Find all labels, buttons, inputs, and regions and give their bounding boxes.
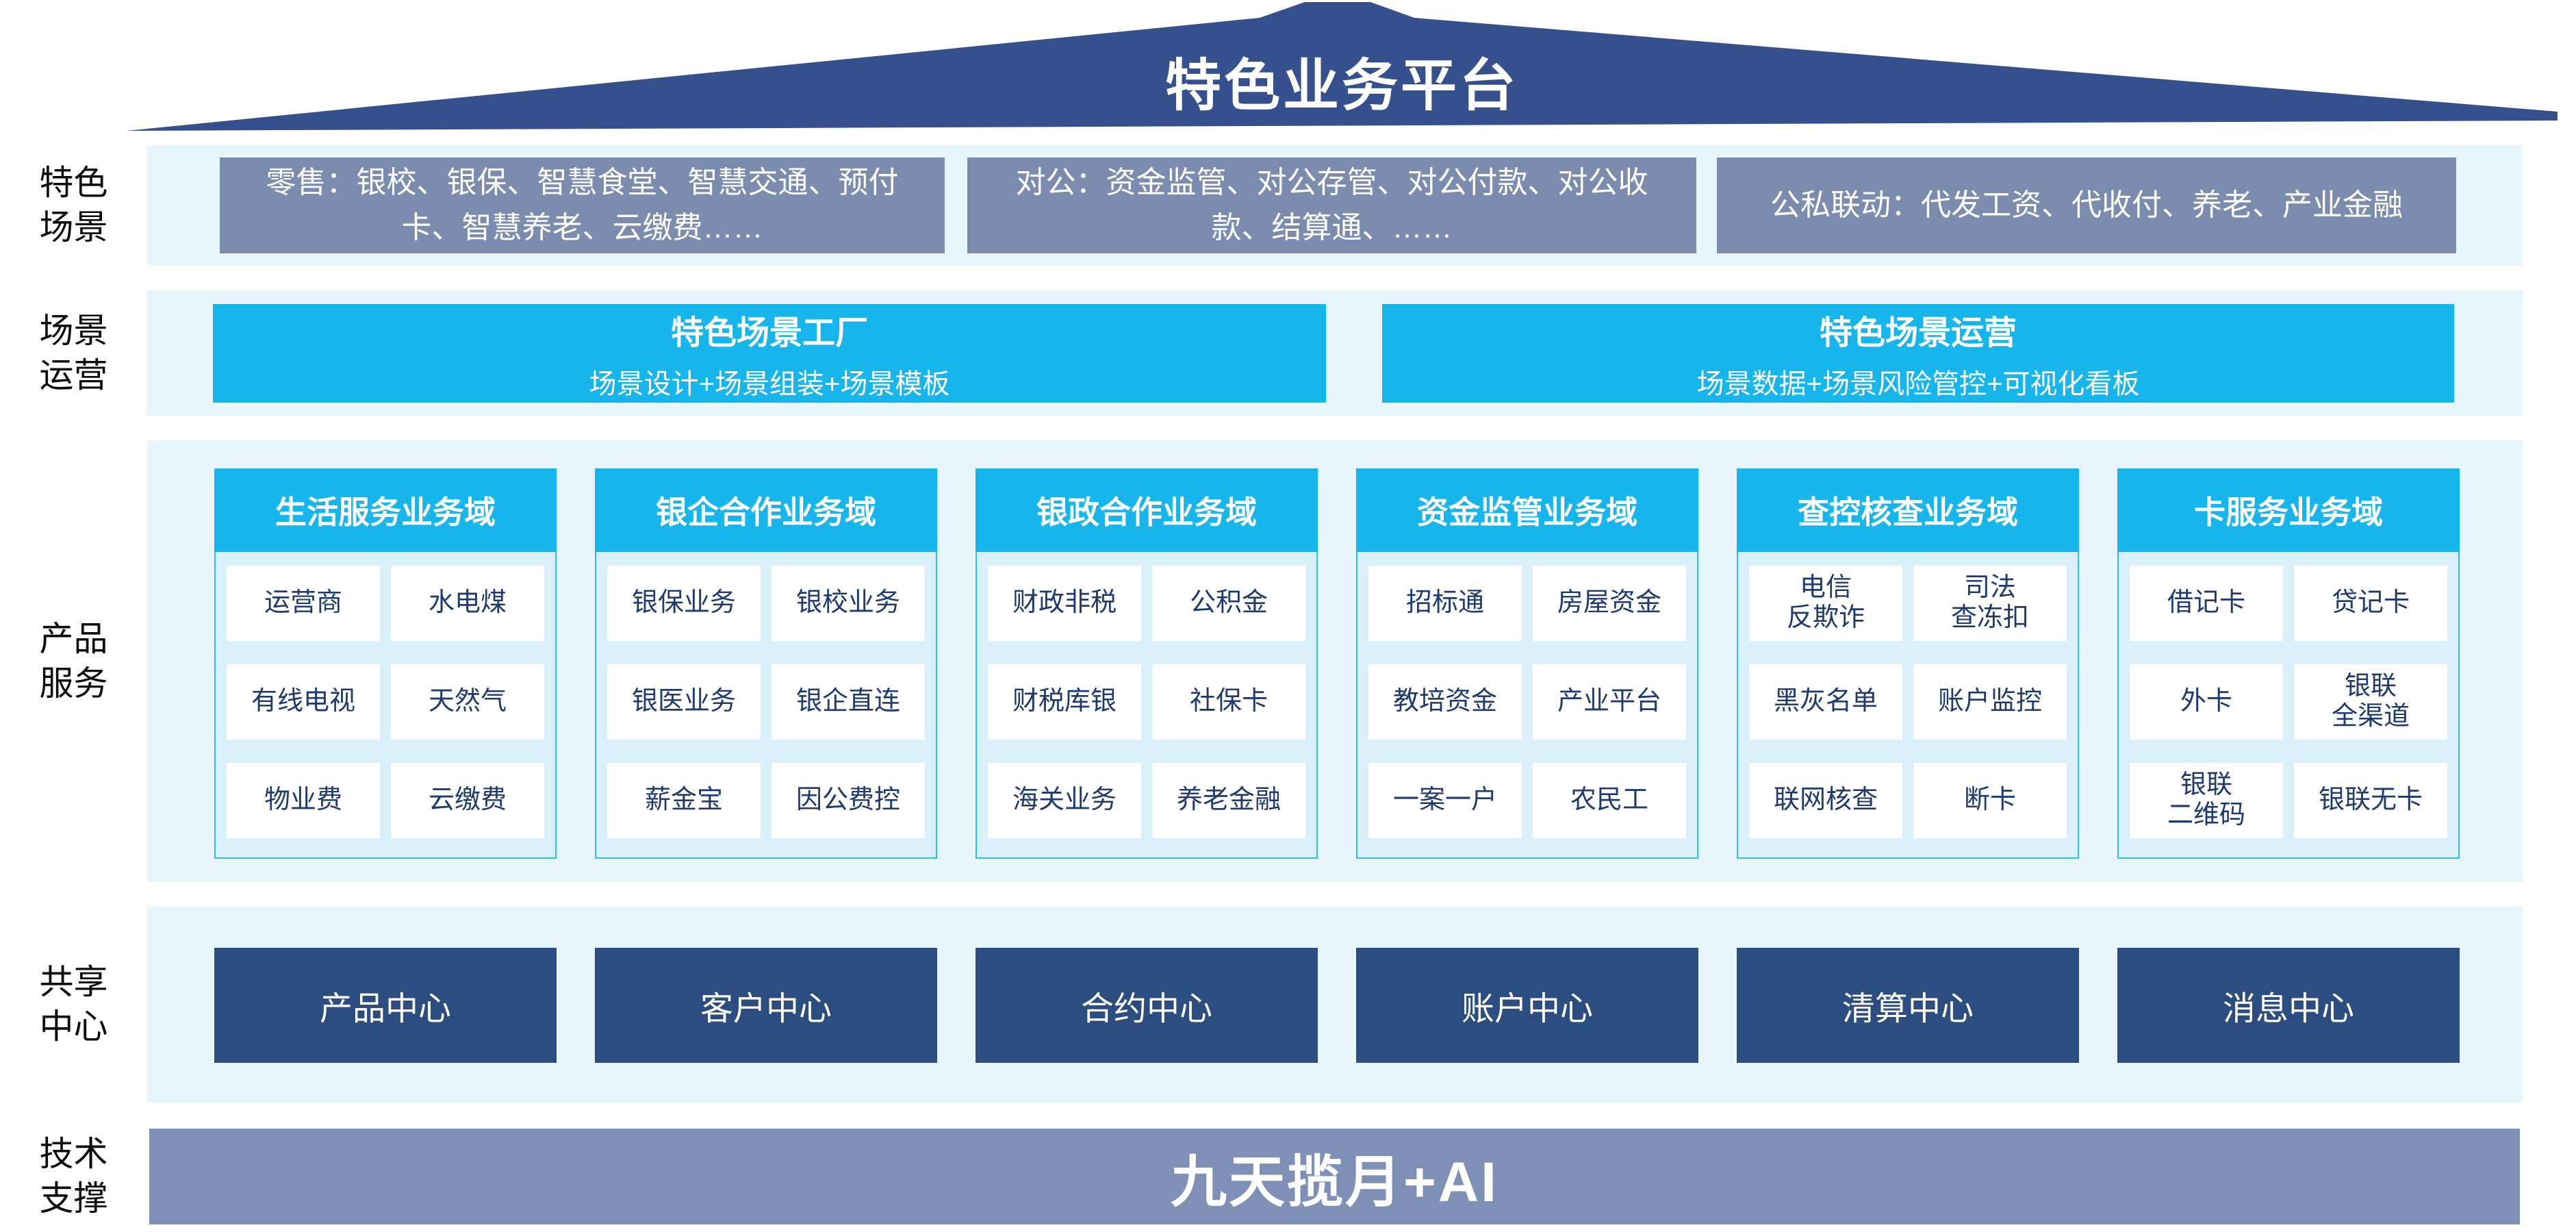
domain-cell: 联网核查 (1749, 763, 1902, 838)
center-box-account: 账户中心 (1356, 948, 1698, 1063)
domain-header: 资金监管业务域 (1356, 468, 1698, 552)
side-label-tech-support: 技术 支撑 (39, 1135, 108, 1218)
domain-cell: 薪金宝 (607, 763, 761, 838)
domain-cell-grid: 银保业务 银校业务 银医业务 银企直连 薪金宝 因公费控 (596, 552, 936, 852)
domain-column-bank-government: 银政合作业务域 财政非税 公积金 财税库银 社保卡 海关业务 养老金融 (975, 468, 1318, 859)
scene-box-retail: 零售：银校、银保、智慧食堂、智慧交通、预付卡、智慧养老、云缴费…… (220, 158, 945, 253)
domain-cell: 银保业务 (607, 566, 761, 641)
domain-cell: 账户监控 (1913, 664, 2067, 740)
domain-cell-grid: 借记卡 贷记卡 外卡 银联 全渠道 银联 二维码 银联无卡 (2119, 552, 2458, 852)
domain-cell: 海关业务 (988, 763, 1141, 838)
domain-column-card-services: 卡服务业务域 借记卡 贷记卡 外卡 银联 全渠道 银联 二维码 银联无卡 (2117, 468, 2460, 859)
op-box-scene-factory: 特色场景工厂 场景设计+场景组装+场景模板 (213, 304, 1326, 403)
domain-cell: 黑灰名单 (1749, 664, 1902, 740)
domain-cell: 社保卡 (1152, 664, 1305, 740)
domain-cell: 断卡 (1913, 763, 2067, 838)
side-label-scene-operations: 场景 运营 (39, 311, 108, 394)
domain-cell: 银企直连 (771, 664, 925, 740)
domain-cell: 有线电视 (227, 664, 380, 740)
domain-cell: 天然气 (391, 664, 544, 740)
op-box-scene-operation: 特色场景运营 场景数据+场景风险管控+可视化看板 (1382, 304, 2454, 403)
side-label-special-scenes: 特色 场景 (39, 164, 108, 247)
domain-column-inquiry-control: 查控核查业务域 电信 反欺诈 司法 查冻扣 黑灰名单 账户监控 联网核查 断卡 (1737, 468, 2079, 859)
side-label-shared-centers: 共享 中心 (39, 963, 108, 1046)
domain-cell: 银联无卡 (2294, 763, 2447, 838)
side-label-product-services: 产品 服务 (39, 619, 108, 703)
domain-cell: 银联 全渠道 (2294, 664, 2447, 740)
center-box-product: 产品中心 (214, 948, 557, 1063)
page-title: 特色业务平台 (1164, 54, 1518, 117)
domain-column-bank-enterprise: 银企合作业务域 银保业务 银校业务 银医业务 银企直连 薪金宝 因公费控 (595, 468, 937, 859)
domain-header: 银企合作业务域 (595, 468, 937, 552)
domain-cell: 财税库银 (988, 664, 1141, 740)
center-box-customer: 客户中心 (595, 948, 937, 1063)
domain-cell: 外卡 (2130, 664, 2283, 740)
domain-cell: 银校业务 (771, 566, 925, 641)
center-box-clearing: 清算中心 (1737, 948, 2079, 1063)
domain-cell: 产业平台 (1533, 664, 1686, 740)
domain-cell: 借记卡 (2130, 566, 2283, 641)
domain-cell: 贷记卡 (2294, 566, 2447, 641)
scene-box-corporate: 对公：资金监管、对公存管、对公付款、对公收款、结算通、…… (967, 158, 1696, 253)
tech-support-bar: 九天揽月+AI (149, 1129, 2520, 1224)
domain-cell: 一案一户 (1368, 763, 1522, 838)
domain-cell: 养老金融 (1152, 763, 1305, 838)
domain-cell: 招标通 (1368, 566, 1522, 641)
center-box-message: 消息中心 (2117, 948, 2460, 1063)
domain-cell: 银医业务 (607, 664, 761, 740)
domain-cell: 物业费 (227, 763, 380, 838)
domain-cell: 因公费控 (771, 763, 925, 838)
domain-cell-grid: 电信 反欺诈 司法 查冻扣 黑灰名单 账户监控 联网核查 断卡 (1738, 552, 2078, 852)
domain-cell-grid: 运营商 水电煤 有线电视 天然气 物业费 云缴费 (216, 552, 555, 852)
domain-header: 卡服务业务域 (2117, 468, 2460, 552)
domain-cell: 教培资金 (1368, 664, 1522, 740)
op-box-title: 特色场景运营 (1819, 315, 2017, 351)
scene-box-public-private: 公私联动：代发工资、代收付、养老、产业金融 (1717, 158, 2456, 253)
domain-header: 银政合作业务域 (975, 468, 1318, 552)
domain-cell: 房屋资金 (1533, 566, 1686, 641)
op-box-subtitle: 场景设计+场景组装+场景模板 (589, 369, 950, 399)
domain-cell: 电信 反欺诈 (1749, 566, 1902, 641)
domain-cell: 财政非税 (988, 566, 1141, 641)
op-box-subtitle: 场景数据+场景风险管控+可视化看板 (1696, 369, 2140, 399)
domain-cell: 银联 二维码 (2130, 763, 2283, 838)
domain-cell-grid: 招标通 房屋资金 教培资金 产业平台 一案一户 农民工 (1357, 552, 1697, 852)
op-box-title: 特色场景工厂 (670, 315, 868, 351)
domain-cell: 云缴费 (391, 763, 544, 838)
domain-column-life-services: 生活服务业务域 运营商 水电煤 有线电视 天然气 物业费 云缴费 (214, 468, 557, 859)
domain-header: 查控核查业务域 (1737, 468, 2079, 552)
domain-cell: 农民工 (1533, 763, 1686, 838)
domain-cell: 公积金 (1152, 566, 1305, 641)
domain-cell-grid: 财政非税 公积金 财税库银 社保卡 海关业务 养老金融 (977, 552, 1316, 852)
domain-cell: 运营商 (227, 566, 380, 641)
center-box-contract: 合约中心 (975, 948, 1318, 1063)
domain-cell: 水电煤 (391, 566, 544, 641)
domain-column-fund-supervision: 资金监管业务域 招标通 房屋资金 教培资金 产业平台 一案一户 农民工 (1356, 468, 1698, 859)
domain-cell: 司法 查冻扣 (1913, 566, 2067, 641)
domain-header: 生活服务业务域 (214, 468, 557, 552)
roof-shape (127, 2, 2558, 131)
